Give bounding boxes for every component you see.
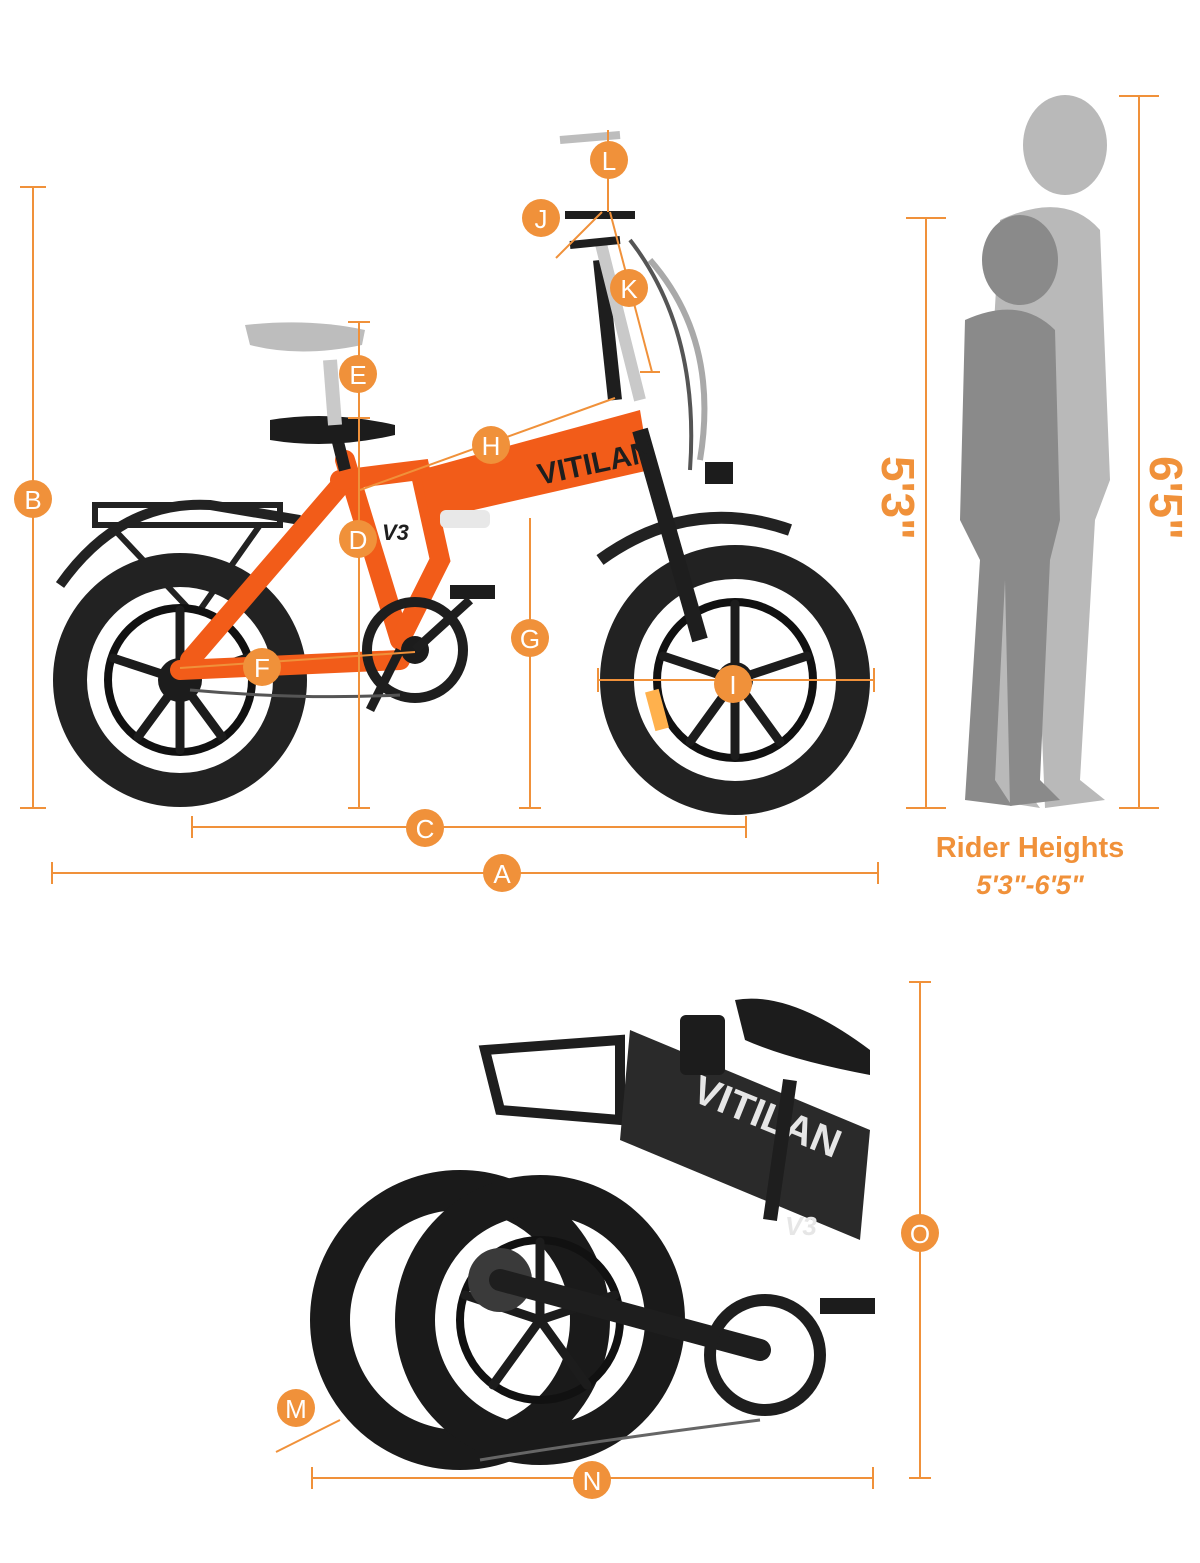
badge-i-label: I (729, 670, 736, 700)
seatstay (180, 470, 355, 670)
folded-seat-post (763, 1079, 797, 1221)
saddle (270, 416, 395, 444)
front-fork (632, 427, 708, 643)
badge-g-label: G (520, 624, 540, 654)
badge-e: E (339, 355, 377, 393)
badge-m: M (277, 1389, 315, 1427)
battery-tube (420, 410, 650, 520)
rear-rack (92, 502, 283, 528)
badge-a: A (483, 854, 521, 892)
rear-wheel (53, 553, 307, 807)
folded-bike: VITILAN V3 (310, 998, 875, 1470)
badge-j-label: J (535, 204, 548, 234)
dim-line-f (179, 651, 416, 669)
badge-f-label: F (254, 653, 270, 683)
chain (189, 688, 401, 699)
handlebar-raised-ghost (559, 131, 621, 144)
stem (593, 259, 622, 401)
orange-bike: VITILAN V3 (53, 131, 870, 815)
saddle-raised-ghost (245, 322, 365, 352)
badge-f: F (243, 648, 281, 686)
badge-o: O (901, 1214, 939, 1252)
badge-h: H (472, 426, 510, 464)
front-fender (596, 511, 792, 565)
folded-battery-tube (620, 1030, 870, 1240)
folded-pedal (820, 1298, 875, 1314)
badge-g: G (511, 619, 549, 657)
folded-model-text: V3 (785, 1211, 817, 1241)
handlebar (565, 211, 635, 249)
badge-n: N (573, 1461, 611, 1499)
rider-heights-title: Rider Heights (935, 832, 1125, 864)
badge-k: K (610, 269, 648, 307)
badge-l: L (590, 141, 628, 179)
folded-stem (680, 1015, 725, 1075)
short-rider-height-label: 5'3" (872, 456, 924, 540)
dim-line-m (275, 1419, 341, 1453)
badge-l-label: L (602, 146, 616, 176)
short-rider-silhouette (960, 215, 1060, 806)
badge-c-label: C (416, 814, 435, 844)
brake-cables (628, 238, 694, 471)
headlight (705, 462, 733, 484)
badge-j: J (522, 199, 560, 237)
badge-a-label: A (493, 859, 511, 889)
pedal (450, 585, 495, 599)
badge-m-label: M (285, 1394, 307, 1424)
folded-rear-wheel (310, 1170, 610, 1470)
badge-e-label: E (349, 360, 366, 390)
badge-b-label: B (24, 485, 41, 515)
dimension-lines (20, 95, 1159, 1489)
badge-d-label: D (349, 525, 368, 555)
frame-model-text: V3 (382, 520, 409, 545)
badge-h-label: H (482, 431, 501, 461)
badge-b: B (14, 480, 52, 518)
badge-c: C (406, 809, 444, 847)
folded-chainring (704, 1294, 826, 1416)
chainring (362, 597, 468, 703)
badge-o-label: O (910, 1219, 930, 1249)
dim-line-j (555, 211, 603, 259)
badge-k-label: K (620, 274, 638, 304)
frame-latch (440, 510, 490, 528)
stem-raised-ghost (594, 238, 646, 402)
folded-saddle (735, 998, 870, 1075)
rider-heights-range: 5'3"-6'5" (976, 870, 1084, 900)
badge-d: D (339, 520, 377, 558)
folded-chain (479, 1418, 761, 1462)
badge-n-label: N (583, 1466, 602, 1496)
folded-rear-rack (478, 1034, 625, 1126)
badge-i: I (714, 665, 752, 703)
rider-silhouettes (960, 95, 1110, 809)
tall-rider-height-label: 6'5" (1140, 456, 1192, 540)
